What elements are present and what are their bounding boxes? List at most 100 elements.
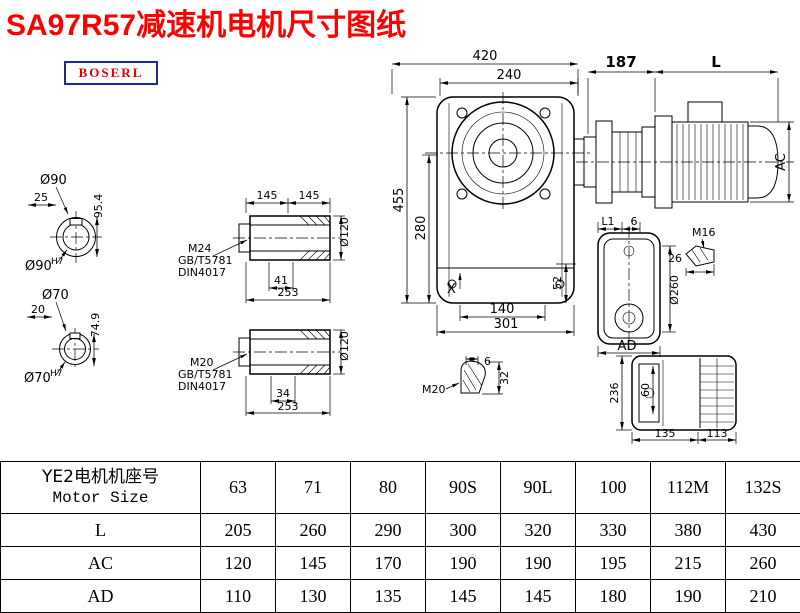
thread-m24: M24: [188, 242, 212, 255]
value-L-80: 290: [350, 513, 426, 547]
thread-m20-plug: M20: [422, 383, 446, 396]
hollow-shaft-detail-top: 145 145 Ø120 M24 GB/T5781 DI: [178, 189, 351, 303]
value-L-90S: 300: [425, 513, 501, 547]
value-AC-90L: 190: [500, 546, 576, 580]
value-AC-132S: 260: [725, 546, 800, 580]
keyway-90: [69, 218, 83, 226]
dim-187: 187: [605, 53, 636, 71]
motor-size-label-en: Motor Size: [52, 489, 149, 508]
value-L-132S: 430: [725, 513, 800, 547]
value-AD-132S: 210: [725, 579, 800, 613]
motor-side-view: [576, 101, 794, 209]
motor-dimension-table: YE2电机机座号 Motor Size 63 71 80 90S 90L 100…: [0, 461, 800, 613]
motor-dimensions: 187 L AC: [587, 53, 794, 203]
dim-25: 25: [34, 191, 48, 204]
dim-6-plug: 6: [484, 355, 491, 368]
value-L-63: 205: [200, 513, 276, 547]
gearbox-side-view: L1 6 M16 26 Ø260 AD: [597, 215, 716, 357]
breather-plug-detail: 6 32 M20: [422, 355, 511, 396]
dim-95-4: 95.4: [92, 194, 105, 219]
dim-301: 301: [494, 317, 519, 332]
gearbox-front-view: [425, 92, 592, 304]
hatching-bottom: [299, 329, 331, 375]
dim-455: 455: [392, 188, 407, 213]
dim-52: 52: [551, 276, 564, 290]
frame-size-112M: 112M: [650, 461, 726, 514]
rear-ribs: [700, 365, 734, 423]
value-L-71: 260: [275, 513, 351, 547]
m16-plug: [685, 245, 715, 267]
frame-size-100: 100: [575, 461, 651, 514]
dim-140: 140: [490, 302, 515, 317]
label-dia-90: Ø90: [40, 173, 67, 188]
value-L-90L: 320: [500, 513, 576, 547]
value-AC-100: 195: [575, 546, 651, 580]
front-view-dimensions: 420 240 455 280 52 140: [391, 49, 579, 336]
value-AC-80: 170: [350, 546, 426, 580]
hollow-shaft-detail-bottom: Ø120 M20 GB/T5781 DIN4017 34 253: [178, 329, 351, 416]
dim-d260: Ø260: [668, 275, 681, 305]
table-row-L: L 205 260 290 300 320 330 380 430: [0, 513, 800, 547]
dim-6-side: 6: [631, 215, 638, 228]
dim-113: 113: [707, 427, 728, 440]
dim-240: 240: [497, 68, 522, 83]
boserl-logo: BOSERL: [64, 61, 158, 85]
frame-size-63: 63: [200, 461, 276, 514]
value-AC-63: 120: [200, 546, 276, 580]
dim-AC: AC: [774, 153, 789, 171]
table-row-AD: AD 110 130 135 145 145 180 190 210: [0, 579, 800, 613]
dim-74-9: 74.9: [89, 313, 102, 338]
bore-label-90: Ø90: [25, 259, 52, 274]
value-L-100: 330: [575, 513, 651, 547]
dim-34: 34: [276, 387, 290, 400]
dim-236: 236: [608, 383, 621, 404]
frame-size-90S: 90S: [425, 461, 501, 514]
motor-cooling-fins: [676, 124, 744, 200]
value-AD-90L: 145: [500, 579, 576, 613]
std-din-bottom: DIN4017: [178, 380, 226, 393]
dim-20: 20: [31, 303, 45, 316]
dim-32: 32: [498, 371, 511, 385]
row-label-AD: AD: [0, 579, 201, 613]
bore-label-70: Ø70: [24, 371, 51, 386]
table-header-row: YE2电机机座号 Motor Size 63 71 80 90S 90L 100…: [0, 461, 800, 514]
dim-41: 41: [274, 274, 288, 287]
value-AD-112M: 190: [650, 579, 726, 613]
std-din-top: DIN4017: [178, 266, 226, 279]
std-gb-bottom: GB/T5781: [178, 368, 233, 381]
hatching-top: [299, 215, 331, 261]
value-AC-112M: 215: [650, 546, 726, 580]
dim-253-top: 253: [278, 286, 299, 299]
table-row-AC: AC 120 145 170 190 190 195 215 260: [0, 546, 800, 580]
frame-size-90L: 90L: [500, 461, 576, 514]
dim-d120-bottom: Ø120: [338, 331, 351, 361]
dim-420: 420: [473, 49, 498, 64]
dim-L1: L1: [601, 215, 614, 228]
dim-d120-top: Ø120: [338, 217, 351, 247]
bore-tolerance-90: H7: [51, 257, 64, 267]
label-dia-70: Ø70: [42, 288, 69, 303]
shaft-section-70: Ø70 20 74.9 Ø70 H7: [24, 288, 102, 386]
value-AC-71: 145: [275, 546, 351, 580]
std-gb-top: GB/T5781: [178, 254, 233, 267]
thread-m20-shaft: M20: [190, 356, 214, 369]
plug-body: [460, 360, 486, 394]
value-AD-90S: 145: [425, 579, 501, 613]
dim-145-a: 145: [257, 189, 278, 202]
technical-drawing: 420 240 455 280 52 140: [24, 49, 794, 444]
page-title: SA97R57减速机电机尺寸图纸: [6, 9, 407, 42]
label-x: X: [447, 282, 456, 297]
dim-145-b: 145: [299, 189, 320, 202]
bore-tolerance-70: H7: [50, 369, 63, 379]
dim-135: 135: [655, 427, 676, 440]
value-AD-80: 135: [350, 579, 426, 613]
motor-rear-view: 236 60 135 113: [608, 355, 737, 444]
terminal-box: [687, 101, 723, 123]
motor-size-header-cell: YE2电机机座号 Motor Size: [0, 461, 201, 514]
value-AD-71: 130: [275, 579, 351, 613]
value-L-112M: 380: [650, 513, 726, 547]
thread-m16: M16: [692, 226, 716, 239]
frame-size-71: 71: [275, 461, 351, 514]
shaft-section-90: Ø90 25 95.4 Ø90 H7: [25, 173, 105, 274]
